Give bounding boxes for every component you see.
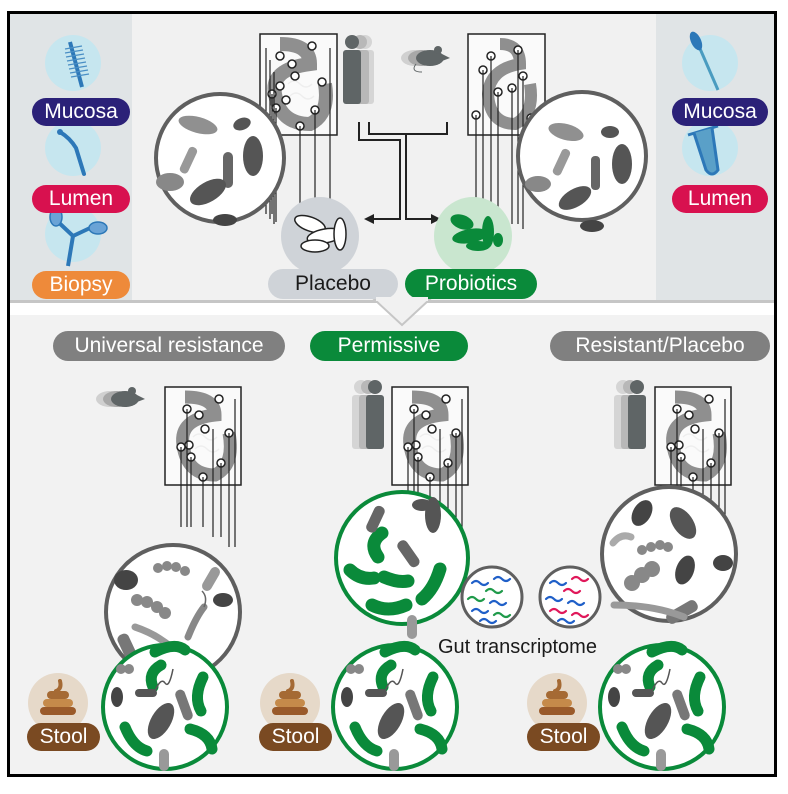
group-pill-universal-resistance: Universal resistance (53, 331, 285, 361)
group-resistant-placebo-illustration (600, 380, 738, 624)
probiotic-bacteria-icon (434, 197, 512, 275)
microbiome-circle-left (154, 92, 286, 226)
microbiome-circle-permissive (334, 490, 470, 639)
transcriptome-circle-permissive (460, 565, 524, 629)
mouse-cohort-icon (96, 387, 145, 407)
transcriptome-circle-resistant (538, 565, 602, 629)
pointer-triangle (372, 297, 432, 327)
microbiome-circle-resistant-placebo (600, 485, 738, 624)
swab-icon (682, 31, 738, 91)
transcriptome-caption: Gut transcriptome (438, 636, 597, 658)
cohort-connector-lines (358, 122, 448, 220)
sampling-pill-mucosa-right: Mucosa (672, 98, 768, 126)
sampling-pill-biopsy: Biopsy (32, 271, 130, 299)
right-sampling-icons (682, 31, 738, 176)
microbiome-circle-right (516, 90, 648, 232)
arrow-to-placebo (364, 214, 374, 224)
graphical-abstract-frame: Mucosa Lumen Biopsy Mucosa Lumen (7, 11, 777, 777)
sampling-pill-lumen: Lumen (32, 185, 130, 213)
microbiome-circle-resistant (104, 543, 242, 681)
human-cohort-icon (343, 35, 374, 104)
stool-microbiome-circle-3 (600, 645, 724, 771)
test-tube-icon (682, 120, 738, 176)
sampling-pill-lumen-right: Lumen (672, 185, 768, 213)
stool-microbiome-circle-1 (103, 645, 227, 771)
stool-pill-3: Stool (527, 723, 600, 751)
group-pill-permissive: Permissive (310, 331, 468, 361)
stool-microbiome-circle-2 (333, 645, 457, 771)
human-cohort-icon (614, 380, 646, 449)
left-sampling-icons (45, 35, 108, 267)
group-pill-resistant-placebo: Resistant/Placebo (550, 331, 770, 361)
brush-icon (45, 35, 101, 91)
bottom-diagram (26, 380, 738, 775)
sampling-pill-mucosa: Mucosa (32, 98, 130, 126)
placebo-bacteria-icon (281, 197, 359, 275)
human-cohort-icon (352, 380, 384, 449)
stool-pill-2: Stool (259, 723, 332, 751)
aspiration-catheter-icon (45, 120, 101, 176)
group-permissive-illustration (334, 380, 470, 639)
arm-pill-placebo: Placebo (268, 269, 398, 299)
stool-pill-1: Stool (27, 723, 100, 751)
arm-pill-probiotics: Probiotics (405, 269, 537, 299)
group-universal-resistance-illustration (96, 387, 242, 681)
top-diagram (154, 33, 648, 275)
gi-tract-icon (165, 387, 241, 547)
arrow-to-probiotics (431, 214, 441, 224)
mouse-cohort-icon (401, 46, 450, 73)
